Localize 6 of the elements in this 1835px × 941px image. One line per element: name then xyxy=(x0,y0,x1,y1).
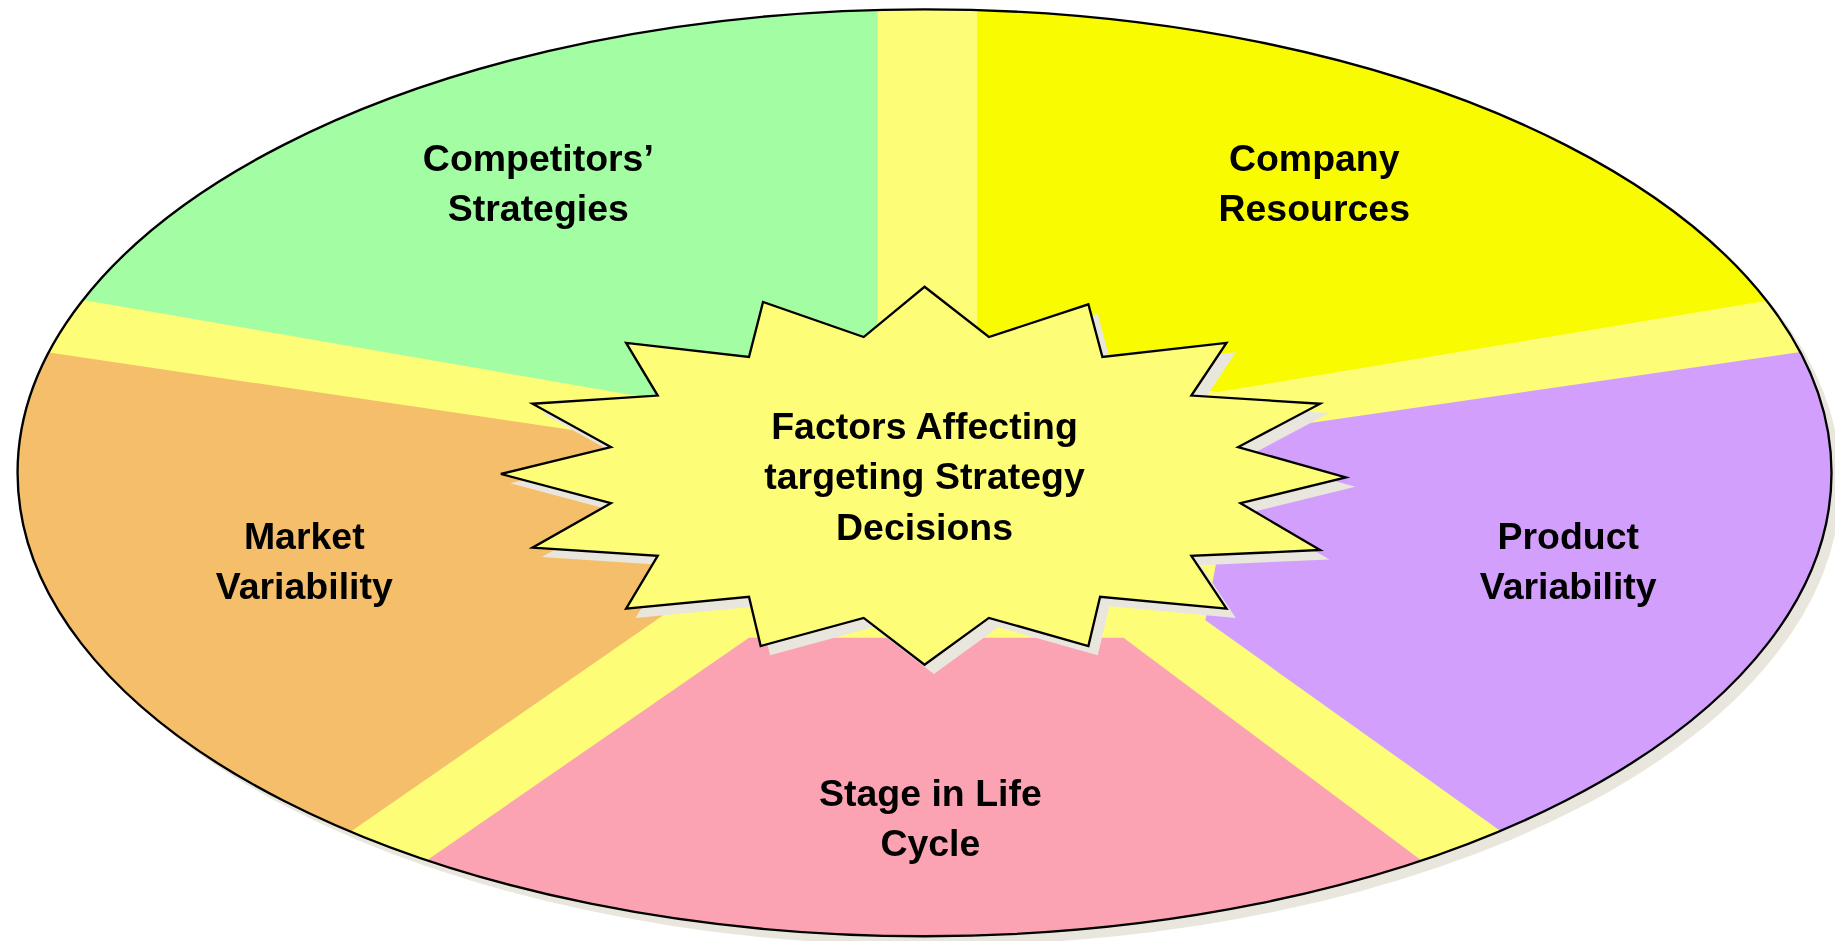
segment-label: Company Resources xyxy=(1217,135,1411,232)
segment-label: Product Variability xyxy=(1478,513,1658,610)
center-title: Factors Affecting targeting Strategy Decisions xyxy=(763,404,1086,551)
segment-label: Competitors’ Strategies xyxy=(421,135,655,232)
segment-label: Stage in Life Cycle xyxy=(818,771,1043,867)
segment-label: Market Variability xyxy=(214,513,394,610)
